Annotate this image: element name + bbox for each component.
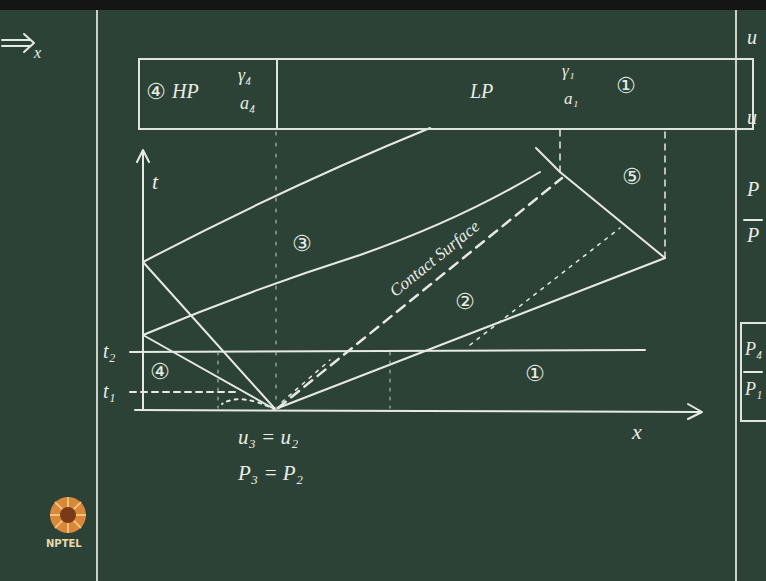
region-number: ② — [455, 290, 475, 314]
axis-label: P₃ = P₂ — [238, 462, 303, 485]
axis-label: x — [34, 44, 41, 62]
axis-label: P — [747, 178, 759, 200]
axis-label: t — [152, 170, 158, 194]
region-number: ③ — [292, 232, 312, 256]
region-number: ④ — [150, 360, 170, 384]
region-number: ① — [525, 362, 545, 386]
node-text: γ₄ — [238, 66, 251, 86]
node-text: ④ — [146, 80, 166, 104]
region-number: ⑤ — [622, 165, 642, 189]
contact-surface-label: Contact Surface — [386, 217, 483, 301]
node-text: a₁ — [564, 90, 578, 109]
axis-label: u — [747, 26, 757, 48]
axis-label: P — [747, 224, 759, 246]
axis-label: t₂ — [103, 340, 116, 362]
node-text: γ₁ — [562, 62, 575, 81]
axis-label: u — [747, 106, 757, 128]
node-text: HP — [172, 80, 199, 102]
tube-high-pressure: ④ HP γ₄ a₄ — [138, 58, 278, 130]
tube-low-pressure: LP γ₁ a₁ ① — [276, 58, 754, 130]
node-text: P₁ — [745, 380, 762, 400]
axis-label: u₃ = u₂ — [238, 426, 298, 449]
logo-text: NPTEL — [46, 538, 82, 549]
node-text: a₄ — [240, 94, 255, 114]
logo — [50, 497, 86, 533]
node-text: P₄ — [745, 340, 762, 360]
pressure-ratio-box: P₄ P₁ — [740, 322, 766, 422]
axis-label: x — [632, 420, 642, 444]
axis-label: t₁ — [103, 380, 116, 402]
node-text: ① — [616, 74, 636, 98]
node-text: LP — [470, 80, 493, 102]
